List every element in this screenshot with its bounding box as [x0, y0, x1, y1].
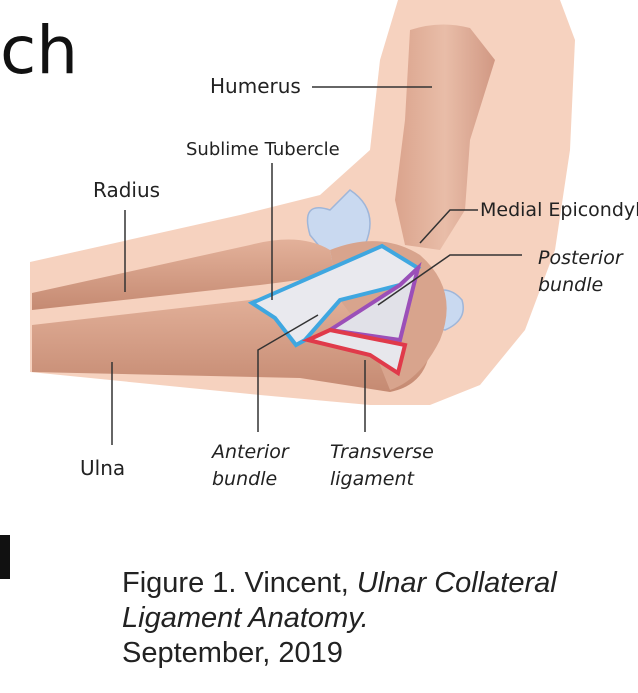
label-anterior-bundle-line1: Anterior	[210, 441, 290, 463]
label-radius: Radius	[93, 178, 160, 202]
label-humerus: Humerus	[210, 74, 301, 98]
label-anterior-bundle-line2: bundle	[212, 468, 277, 490]
label-medial-epicondyle: Medial Epicondyle	[480, 199, 638, 221]
caption-date: September, 2019	[122, 637, 343, 669]
caption-author: Vincent,	[236, 567, 356, 599]
label-transverse-ligament-line2: ligament	[330, 468, 416, 490]
label-posterior-bundle-line1: Posterior	[538, 247, 624, 269]
figure-caption: Figure 1. Vincent, Ulnar Collateral Liga…	[122, 566, 622, 671]
elbow-ligament-diagram: Humerus Sublime Tubercle Radius Medial E…	[0, 0, 638, 560]
label-transverse-ligament-line1: Transverse	[330, 441, 434, 463]
caption-figure-number: Figure 1.	[122, 567, 236, 599]
label-sublime-tubercle: Sublime Tubercle	[186, 139, 340, 160]
label-posterior-bundle-line2: bundle	[538, 274, 603, 296]
label-ulna: Ulna	[80, 456, 125, 480]
